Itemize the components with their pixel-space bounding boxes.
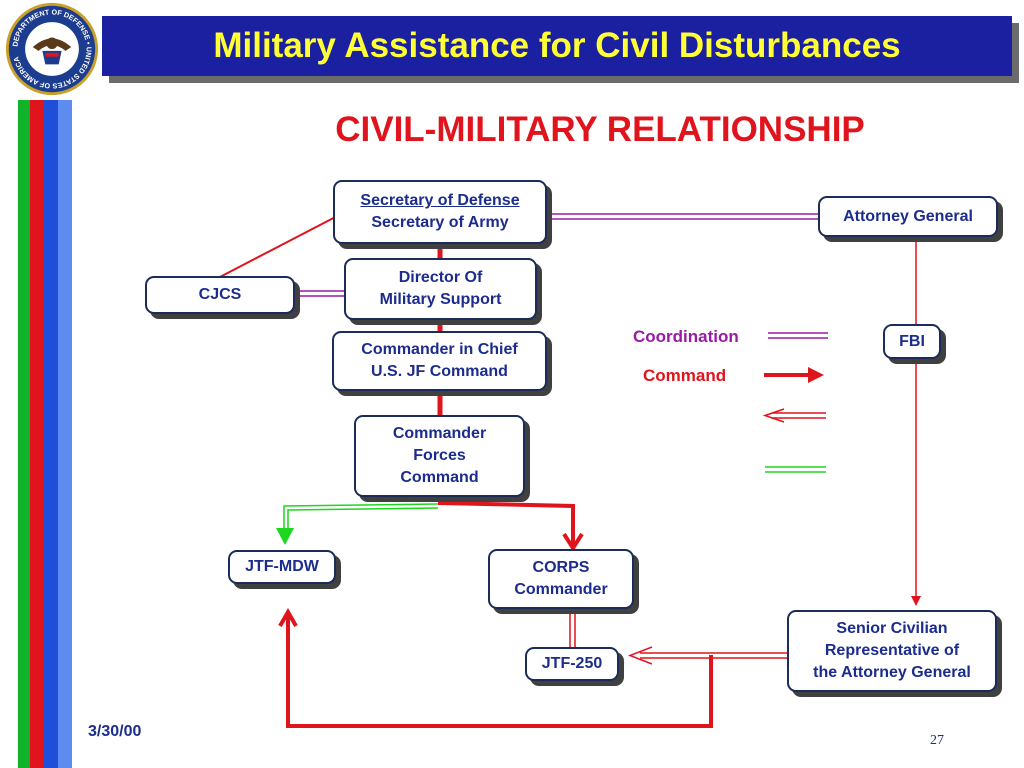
stripe-blue: [44, 100, 58, 768]
command-arrow: [562, 532, 584, 552]
page-number: 27: [930, 733, 944, 748]
node-label: Senior Civilian: [836, 620, 948, 637]
node-attorney-general: Attorney General: [818, 196, 998, 237]
green-line: [283, 503, 439, 535]
node-senior-civilian-representative: Senior Civilian Representative of the At…: [787, 610, 997, 692]
green-line: [287, 507, 439, 535]
node-label: Commander: [514, 581, 608, 598]
node-label: U.S. JF Command: [371, 363, 508, 380]
node-jtf-250: JTF-250: [525, 647, 619, 681]
legend-command-arrow: [808, 367, 824, 383]
node-director-military-support: Director Of Military Support: [344, 258, 537, 320]
stripe-red: [30, 100, 44, 768]
node-jtf-mdw: JTF-MDW: [228, 550, 336, 584]
command-line: [217, 211, 346, 279]
node-label: Representative of: [824, 642, 960, 659]
node-secretary-of-defense: Secretary of Defense Secretary of Army: [333, 180, 547, 244]
node-label: CJCS: [198, 286, 242, 303]
title-bar: Military Assistance for Civil Disturbanc…: [102, 16, 1012, 76]
scrag-jtf-arrow: [627, 646, 653, 665]
command-arrow: [278, 607, 298, 627]
node-label: CORPS: [532, 559, 590, 576]
node-cjcs: CJCS: [145, 276, 295, 314]
node-label: Attorney General: [843, 207, 973, 225]
node-label: JTF-MDW: [245, 558, 319, 575]
stripe-green: [18, 100, 30, 768]
legend-coordination-label: Coordination: [633, 327, 739, 346]
slide-subtitle: CIVIL-MILITARY RELATIONSHIP: [335, 110, 865, 149]
stripe-light-blue: [58, 100, 72, 768]
node-label: Command: [400, 469, 479, 486]
command-line: [438, 497, 575, 548]
node-label: Commander: [392, 425, 487, 442]
node-corps-commander: CORPS Commander: [488, 549, 634, 609]
legend-red-double-arrow: [762, 408, 785, 423]
legend-command-label: Command: [643, 366, 727, 385]
node-fbi: FBI: [883, 324, 941, 359]
node-label: the Attorney General: [813, 664, 971, 681]
node-label: Secretary of Army: [371, 214, 509, 231]
node-label: Forces: [413, 447, 466, 464]
node-commander-forces-command: Commander Forces Command: [354, 415, 525, 497]
command-line: [286, 614, 713, 728]
node-label: FBI: [899, 332, 925, 350]
footer-date: 3/30/00: [88, 723, 142, 740]
node-commander-in-chief: Commander in Chief U.S. JF Command: [332, 331, 547, 391]
node-label: Military Support: [379, 291, 502, 308]
node-label: Commander in Chief: [361, 341, 518, 358]
slide-title: Military Assistance for Civil Disturbanc…: [213, 26, 901, 65]
node-label: Director Of: [398, 269, 483, 286]
dod-seal-logo: DEPARTMENT OF DEFENSE • UNITED STATES OF…: [5, 2, 99, 96]
node-label: JTF-250: [541, 655, 603, 672]
green-arrow: [276, 528, 294, 545]
node-label: Secretary of Defense: [360, 192, 520, 209]
